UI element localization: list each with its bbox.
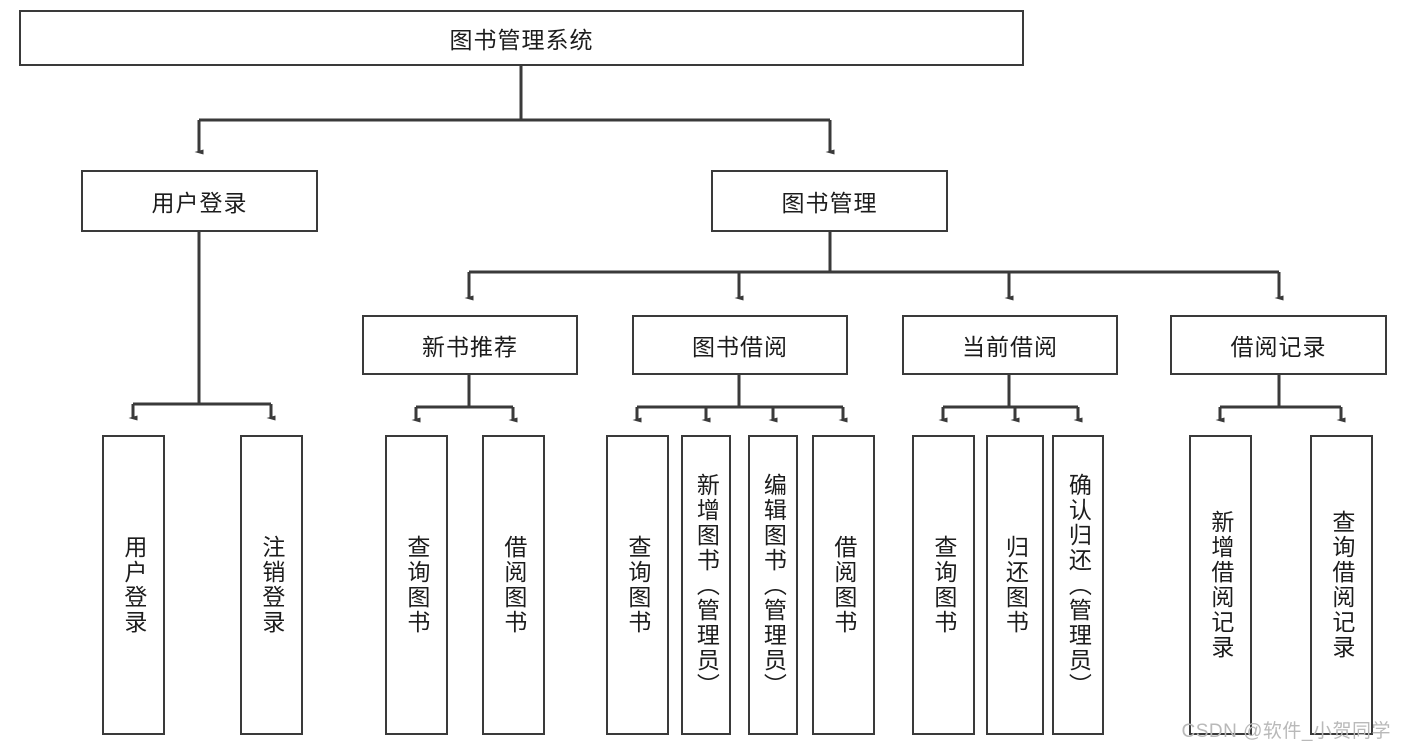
node-current-borrow-label: 当前借阅 — [962, 334, 1058, 360]
node-borrow-record[interactable]: 借阅记录 — [1170, 315, 1387, 375]
node-book-manage[interactable]: 图书管理 — [711, 170, 948, 232]
node-leaf-add-book-label: 新增图书（管理员） — [693, 472, 720, 698]
node-leaf-query-book-3-label: 查询图书 — [930, 535, 957, 635]
node-leaf-user-login[interactable]: 用户登录 — [102, 435, 165, 735]
node-leaf-return-book-label: 归还图书 — [1002, 535, 1029, 635]
node-leaf-borrow-book-2-label: 借阅图书 — [830, 535, 857, 635]
node-leaf-confirm-return-label: 确认归还（管理员） — [1065, 472, 1092, 698]
node-root-label: 图书管理系统 — [449, 27, 594, 53]
node-leaf-query-record-label: 查询借阅记录 — [1328, 510, 1355, 660]
node-leaf-edit-book-label: 编辑图书（管理员） — [760, 472, 787, 698]
node-leaf-confirm-return[interactable]: 确认归还（管理员） — [1052, 435, 1104, 735]
node-leaf-user-logout-label: 注销登录 — [258, 535, 285, 635]
node-leaf-add-book[interactable]: 新增图书（管理员） — [681, 435, 731, 735]
node-leaf-borrow-book-1-label: 借阅图书 — [500, 535, 527, 635]
node-book-manage-label: 图书管理 — [781, 190, 878, 216]
node-leaf-query-book-3[interactable]: 查询图书 — [912, 435, 975, 735]
node-new-book-recommend-label: 新书推荐 — [422, 334, 518, 360]
node-leaf-query-book-2[interactable]: 查询图书 — [606, 435, 669, 735]
node-borrow-record-label: 借阅记录 — [1230, 334, 1327, 360]
node-leaf-edit-book[interactable]: 编辑图书（管理员） — [748, 435, 798, 735]
node-user-login[interactable]: 用户登录 — [81, 170, 318, 232]
node-new-book-recommend[interactable]: 新书推荐 — [362, 315, 578, 375]
csdn-watermark: CSDN @软件_小贺同学 — [1181, 721, 1391, 742]
node-leaf-query-record[interactable]: 查询借阅记录 — [1310, 435, 1373, 735]
node-leaf-query-book-1-label: 查询图书 — [403, 535, 430, 635]
node-root[interactable]: 图书管理系统 — [19, 10, 1024, 66]
node-leaf-add-record-label: 新增借阅记录 — [1207, 510, 1234, 660]
node-leaf-borrow-book-1[interactable]: 借阅图书 — [482, 435, 545, 735]
node-book-borrow[interactable]: 图书借阅 — [632, 315, 848, 375]
node-leaf-user-logout[interactable]: 注销登录 — [240, 435, 303, 735]
node-leaf-user-login-label: 用户登录 — [120, 535, 147, 635]
node-user-login-label: 用户登录 — [151, 190, 248, 216]
node-current-borrow[interactable]: 当前借阅 — [902, 315, 1118, 375]
node-leaf-query-book-1[interactable]: 查询图书 — [385, 435, 448, 735]
node-leaf-return-book[interactable]: 归还图书 — [986, 435, 1044, 735]
node-book-borrow-label: 图书借阅 — [692, 334, 788, 360]
node-leaf-add-record[interactable]: 新增借阅记录 — [1189, 435, 1252, 735]
node-leaf-borrow-book-2[interactable]: 借阅图书 — [812, 435, 875, 735]
node-leaf-query-book-2-label: 查询图书 — [624, 535, 651, 635]
